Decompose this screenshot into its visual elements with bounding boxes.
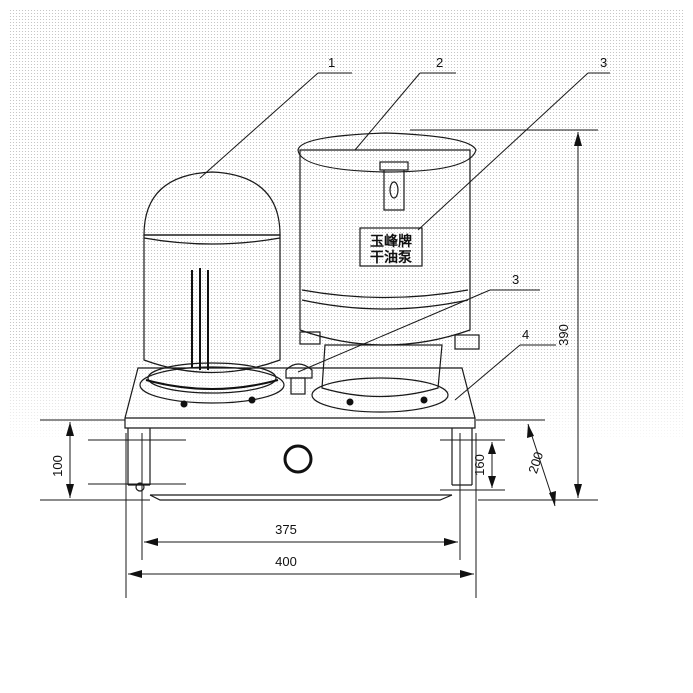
level-indicator bbox=[383, 170, 405, 211]
nameplate: 玉峰牌 干油泵 bbox=[359, 227, 423, 267]
dimension-375: 375 bbox=[141, 433, 461, 560]
motor-bolt-right bbox=[248, 396, 256, 404]
dimension-400-label: 400 bbox=[275, 554, 297, 569]
outlet-valve-right bbox=[454, 334, 480, 350]
reservoir bbox=[297, 132, 480, 413]
dimension-160: 160 bbox=[440, 439, 505, 491]
dimension-375-label: 375 bbox=[275, 522, 297, 537]
callout-4: 4 bbox=[522, 327, 529, 342]
callout-3-top: 3 bbox=[600, 55, 607, 70]
nameplate-line2: 干油泵 bbox=[370, 249, 412, 266]
connecting-fitting bbox=[285, 363, 313, 395]
callout-2: 2 bbox=[436, 55, 443, 70]
dimension-400: 400 bbox=[125, 433, 477, 598]
reservoir-bolt-right bbox=[420, 396, 428, 404]
dimension-100-label: 100 bbox=[50, 455, 65, 477]
dimension-160-label: 160 bbox=[472, 454, 487, 476]
leader-lines bbox=[199, 72, 610, 401]
motor bbox=[139, 171, 285, 408]
base-center-port bbox=[283, 444, 313, 474]
dimension-390-label: 390 bbox=[556, 324, 571, 346]
callout-3-mid: 3 bbox=[512, 272, 519, 287]
dimension-200-label: 200 bbox=[525, 450, 546, 475]
callout-1: 1 bbox=[328, 55, 335, 70]
background-fade bbox=[8, 340, 685, 440]
reservoir-bolt-left bbox=[346, 398, 354, 406]
base-bolt-left bbox=[135, 482, 145, 492]
lid-latch bbox=[379, 161, 409, 171]
outlet-valve-left bbox=[299, 331, 321, 345]
dimension-100: 100 bbox=[40, 419, 186, 501]
base-plate bbox=[124, 367, 476, 429]
motor-bolt-left bbox=[180, 400, 188, 408]
nameplate-line1: 玉峰牌 bbox=[370, 233, 412, 250]
dimension-390: 390 bbox=[410, 129, 598, 501]
dimension-200: 200 bbox=[476, 419, 556, 507]
base-frame bbox=[127, 428, 473, 501]
